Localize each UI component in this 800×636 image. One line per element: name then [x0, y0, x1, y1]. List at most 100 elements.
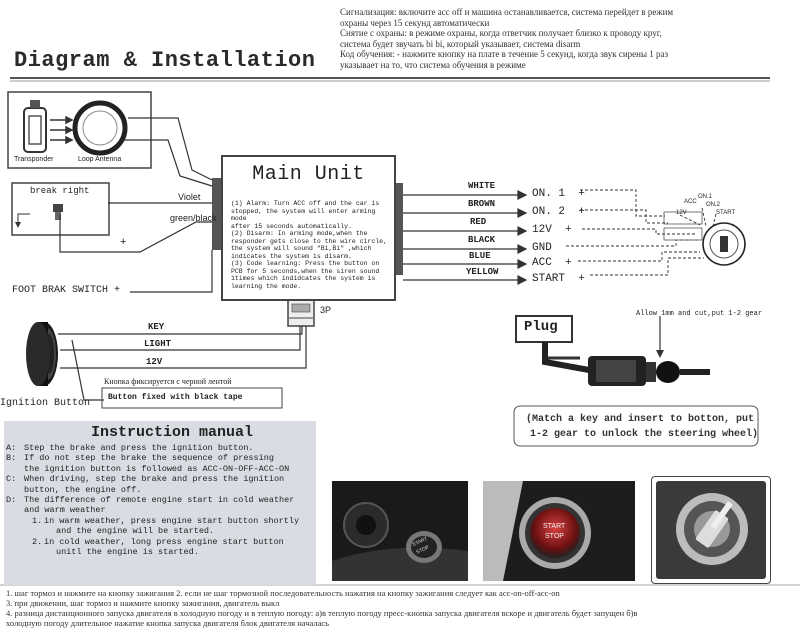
- plug-lead: [543, 342, 580, 360]
- manual-title: Instruction manual: [90, 424, 254, 441]
- button-note-ru: Кнопка фиксируется с черной лентой: [104, 377, 232, 386]
- sub-line: in warm weather, press engine start butt…: [44, 515, 300, 526]
- item-line: Step the brake and press the ignition bu…: [24, 443, 254, 453]
- wire-color-brown: BROWN: [468, 199, 496, 209]
- photo-start-stop-button: START STOP: [483, 481, 635, 581]
- ru-footer-line: 3. при движении, шаг тормоз и нажмите кн…: [6, 598, 280, 608]
- loop-wire-1: [128, 117, 213, 181]
- allow-cut-text: Allow 1mm and cut,put 1-2 gear: [636, 310, 763, 318]
- connector-3p-label: 3P: [320, 305, 332, 315]
- ru-footer-line: холодную погоду длительное нажатие кнопк…: [6, 618, 329, 628]
- main-unit-title: Main Unit: [252, 163, 365, 186]
- sub-num: 1.: [32, 515, 43, 526]
- item-letter: B:: [6, 453, 17, 464]
- instruction-manual-panel: Instruction manual A: Step the brake and…: [4, 421, 316, 585]
- item-line: and warm weather: [24, 505, 106, 516]
- ru-footer-line: 1. шаг тормоз и нажмите на кнопку зажига…: [6, 588, 560, 598]
- manual-body: A: Step the brake and press the ignition…: [4, 441, 316, 557]
- sub-num: 2.: [32, 536, 43, 547]
- green-black-label: green/black: [170, 213, 217, 223]
- transponder-label: Transponder: [14, 156, 54, 163]
- item-line: The difference of remote engine start in…: [24, 495, 295, 506]
- loop-antenna-icon: [72, 100, 128, 156]
- ignition-button-label: Ignition Button: [0, 398, 91, 409]
- item-line: button, the engine off.: [24, 484, 142, 495]
- plus-label: +: [120, 236, 127, 248]
- break-lead: [17, 213, 30, 222]
- main-unit-box: Main Unit (1) Alarm: Turn ACC off and th…: [221, 155, 396, 301]
- ru-line: Снятие с охраны: в режиме охраны, когда …: [340, 28, 662, 38]
- page-title: Diagram & Installation: [14, 48, 316, 73]
- button-wires: [58, 326, 307, 401]
- sub-line: in cold weather, long press engine start…: [44, 536, 284, 547]
- desc-line: (2) Disarm: In arming mode,when the: [231, 230, 368, 237]
- wire-color-red: RED: [470, 217, 487, 227]
- desc-line: learning the mode.: [231, 282, 302, 290]
- desc-line: after 15 seconds automatically.: [231, 222, 352, 230]
- key-photo-art: [656, 481, 766, 579]
- ru-line: охраны через 15 секунд автоматически: [340, 17, 490, 28]
- manual-item-c: C: When driving, step the brake and pres…: [6, 474, 312, 495]
- arrows-icon: [50, 115, 74, 145]
- wire-color-blue: BLUE: [469, 251, 491, 261]
- manual-item-b: B: If do not step the brake the sequence…: [6, 453, 312, 474]
- switch-label-on1: ON.1: [698, 194, 713, 200]
- transponder-box: [7, 91, 152, 169]
- ru-line: Сигнализация: включите acc off и машина …: [340, 7, 674, 17]
- button-note-box: [101, 387, 283, 409]
- target-12v: 12V +: [532, 224, 572, 236]
- ru-line: Код обучения: - нажмите кнопку на плате …: [340, 49, 669, 59]
- manual-sub-1: 1. in warm weather, press engine start b…: [6, 516, 312, 537]
- desc-line: stopped, the system will enter arming mo…: [231, 207, 376, 223]
- left-connector: [212, 178, 222, 250]
- wire-label-light: LIGHT: [144, 339, 172, 349]
- manual-item-d: D: The difference of remote engine start…: [6, 495, 312, 516]
- switch-label-acc: ACC: [684, 199, 697, 205]
- wire-color-yellow: YELLOW: [466, 267, 499, 277]
- switch-icon: [53, 204, 63, 220]
- item-letter: D:: [6, 495, 17, 506]
- target-on1: ON. 1 +: [532, 188, 585, 200]
- photo-dashboard-button: START STOP: [332, 481, 468, 581]
- item-line: If do not step the brake the sequence of…: [24, 453, 274, 464]
- plug-label-box: [515, 315, 573, 343]
- manual-sub-2: 2. in cold weather, long press engine st…: [6, 537, 312, 558]
- desc-line: the system will sound "Bi,Bi" ,which: [231, 245, 372, 252]
- transponder-icon: [23, 100, 47, 153]
- item-line: When driving, step the brake and press t…: [24, 474, 285, 485]
- break-right-label: break right: [30, 186, 90, 196]
- wire-color-black: BLACK: [468, 235, 496, 245]
- switch-label-on2: ON.2: [706, 202, 721, 208]
- loop-antenna-label: Loop Antenna: [78, 156, 122, 163]
- target-start: START +: [532, 273, 585, 285]
- wire-label-key: KEY: [148, 322, 165, 332]
- green-black-wire: [59, 214, 212, 253]
- wire-color-white: WHITE: [468, 181, 496, 191]
- right-connector: [394, 183, 403, 275]
- foot-brake-label: FOOT BRAK SWITCH +: [12, 285, 121, 296]
- ignition-button-icon: [26, 322, 58, 386]
- ru-footer-line: 4. разница дистанционного запуска двигат…: [6, 608, 638, 618]
- target-acc: ACC +: [532, 257, 572, 269]
- wire-label-12v: 12V: [146, 357, 163, 367]
- output-wires: [403, 190, 528, 285]
- sub-line: and the engine will be started.: [56, 526, 215, 537]
- switch-label-12v: 12V: [676, 210, 687, 216]
- desc-line: responder gets close to the wire circle,: [231, 237, 388, 245]
- item-letter: C:: [6, 474, 17, 485]
- item-line: the ignition button is followed as ACC-O…: [24, 463, 290, 474]
- ru-line: система будет звучать bi bi, который ука…: [340, 38, 581, 49]
- target-on2: ON. 2 +: [532, 206, 585, 218]
- photo2-stop-label: STOP: [545, 533, 564, 540]
- desc-line: indicates the system is disarm.: [231, 252, 352, 260]
- main-unit-description: (1) Alarm: Turn ACC off and the car is s…: [223, 186, 394, 290]
- start-stop-photo-art: [483, 481, 635, 581]
- match-note-box: [513, 405, 759, 447]
- ru-line: указывает на то, что система обучения в …: [340, 59, 526, 70]
- match-line: (Match a key and insert to botton, put: [526, 414, 755, 425]
- manual-item-a: A: Step the brake and press the ignition…: [6, 443, 312, 453]
- match-line: 1-2 gear to unlock the steering wheel): [530, 429, 759, 440]
- violet-label: Violet: [178, 192, 201, 202]
- photo-key-closeup: [651, 476, 771, 584]
